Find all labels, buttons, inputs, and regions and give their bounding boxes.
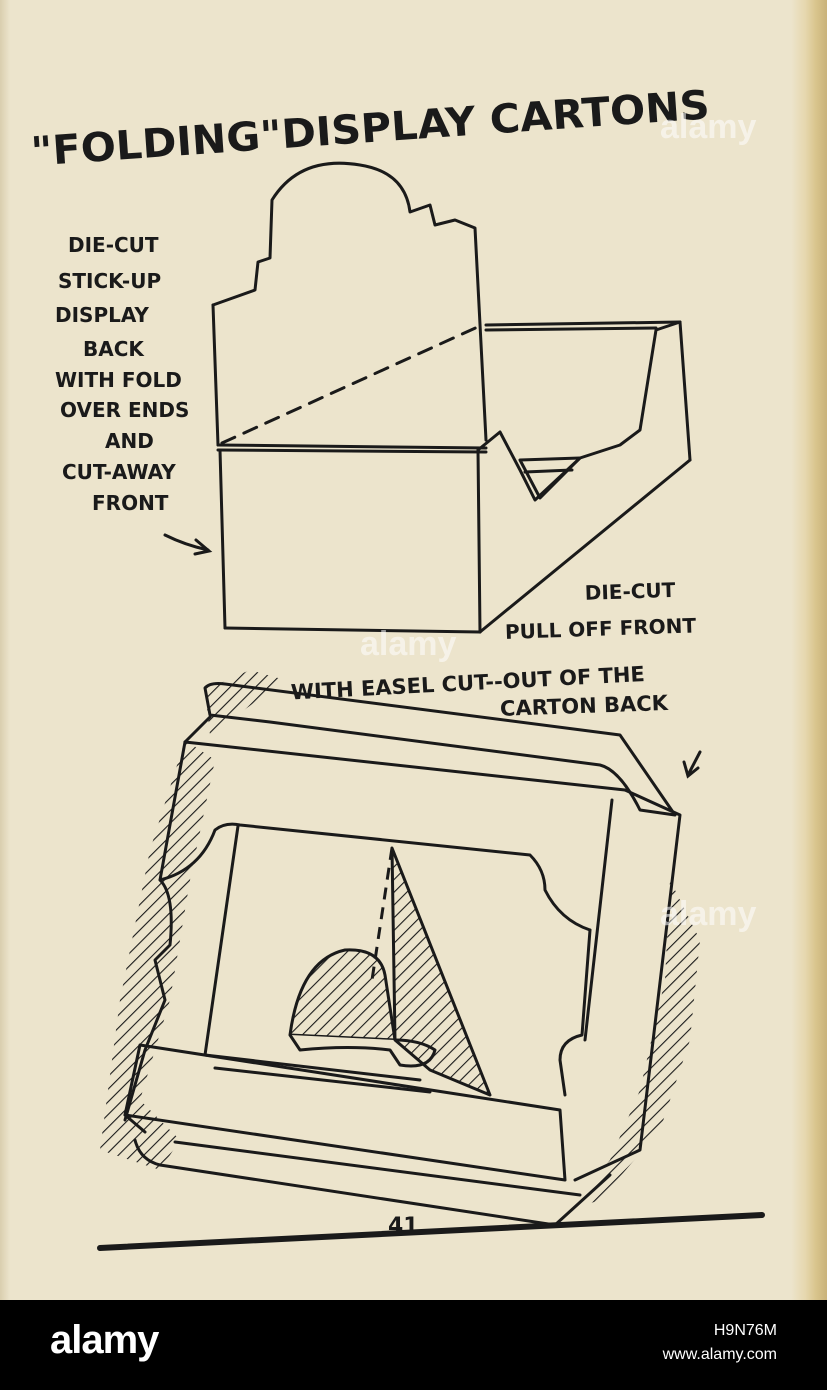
book-page: "FOLDING"DISPLAY CARTONS: [0, 0, 827, 1300]
stick-up-label: DIE-CUT STICK-UP DISPLAY BACK WITH FOLD …: [55, 233, 189, 515]
label-line: OVER ENDS: [60, 398, 189, 422]
label-line: DIE-CUT: [584, 578, 676, 605]
easel-label: WITH EASEL CUT--OUT OF THE CARTON BACK: [290, 662, 669, 721]
site-url: www.alamy.com: [662, 1346, 777, 1363]
carton-illustration: "FOLDING"DISPLAY CARTONS: [30, 82, 765, 1251]
svg-text:alamy: alamy: [660, 108, 756, 146]
page-number: 41: [388, 1214, 419, 1239]
label-line: CUT-AWAY: [62, 460, 176, 484]
page-left-edge: [0, 0, 10, 1300]
label-line: CARTON BACK: [500, 691, 669, 721]
label-line: DISPLAY: [55, 303, 149, 327]
label-line: FRONT: [92, 491, 169, 515]
label-line: DIE-CUT: [68, 233, 159, 257]
arrow-to-front: [163, 533, 213, 556]
watermark-logo: alamy alamy alamy: [360, 108, 756, 933]
top-carton: [211, 161, 692, 634]
page-spine-edge: [791, 0, 827, 1300]
arrow-to-back: [682, 750, 702, 779]
easel-cutout: [288, 846, 492, 1097]
back-left-edge: [211, 303, 220, 447]
label-line: WITH FOLD: [55, 368, 182, 392]
label-line: AND: [105, 429, 154, 453]
svg-text:alamy: alamy: [660, 895, 756, 933]
cut-away-front: [476, 320, 682, 502]
stock-footer: [0, 1300, 827, 1390]
brand-logo: alamy: [50, 1318, 159, 1362]
easel-shadow: [100, 670, 700, 1210]
label-line: PULL OFF FRONT: [505, 613, 697, 644]
label-line: STICK-UP: [58, 269, 161, 293]
svg-text:alamy: alamy: [360, 625, 456, 663]
image-id: H9N76M: [713, 1322, 777, 1339]
ground-line: [97, 1212, 765, 1251]
page-title: "FOLDING"DISPLAY CARTONS: [30, 82, 712, 175]
bottom-carton: [123, 682, 682, 1227]
fold-line-dashed: [220, 323, 484, 445]
label-line: BACK: [83, 337, 145, 361]
stick-up-back: [211, 161, 488, 442]
